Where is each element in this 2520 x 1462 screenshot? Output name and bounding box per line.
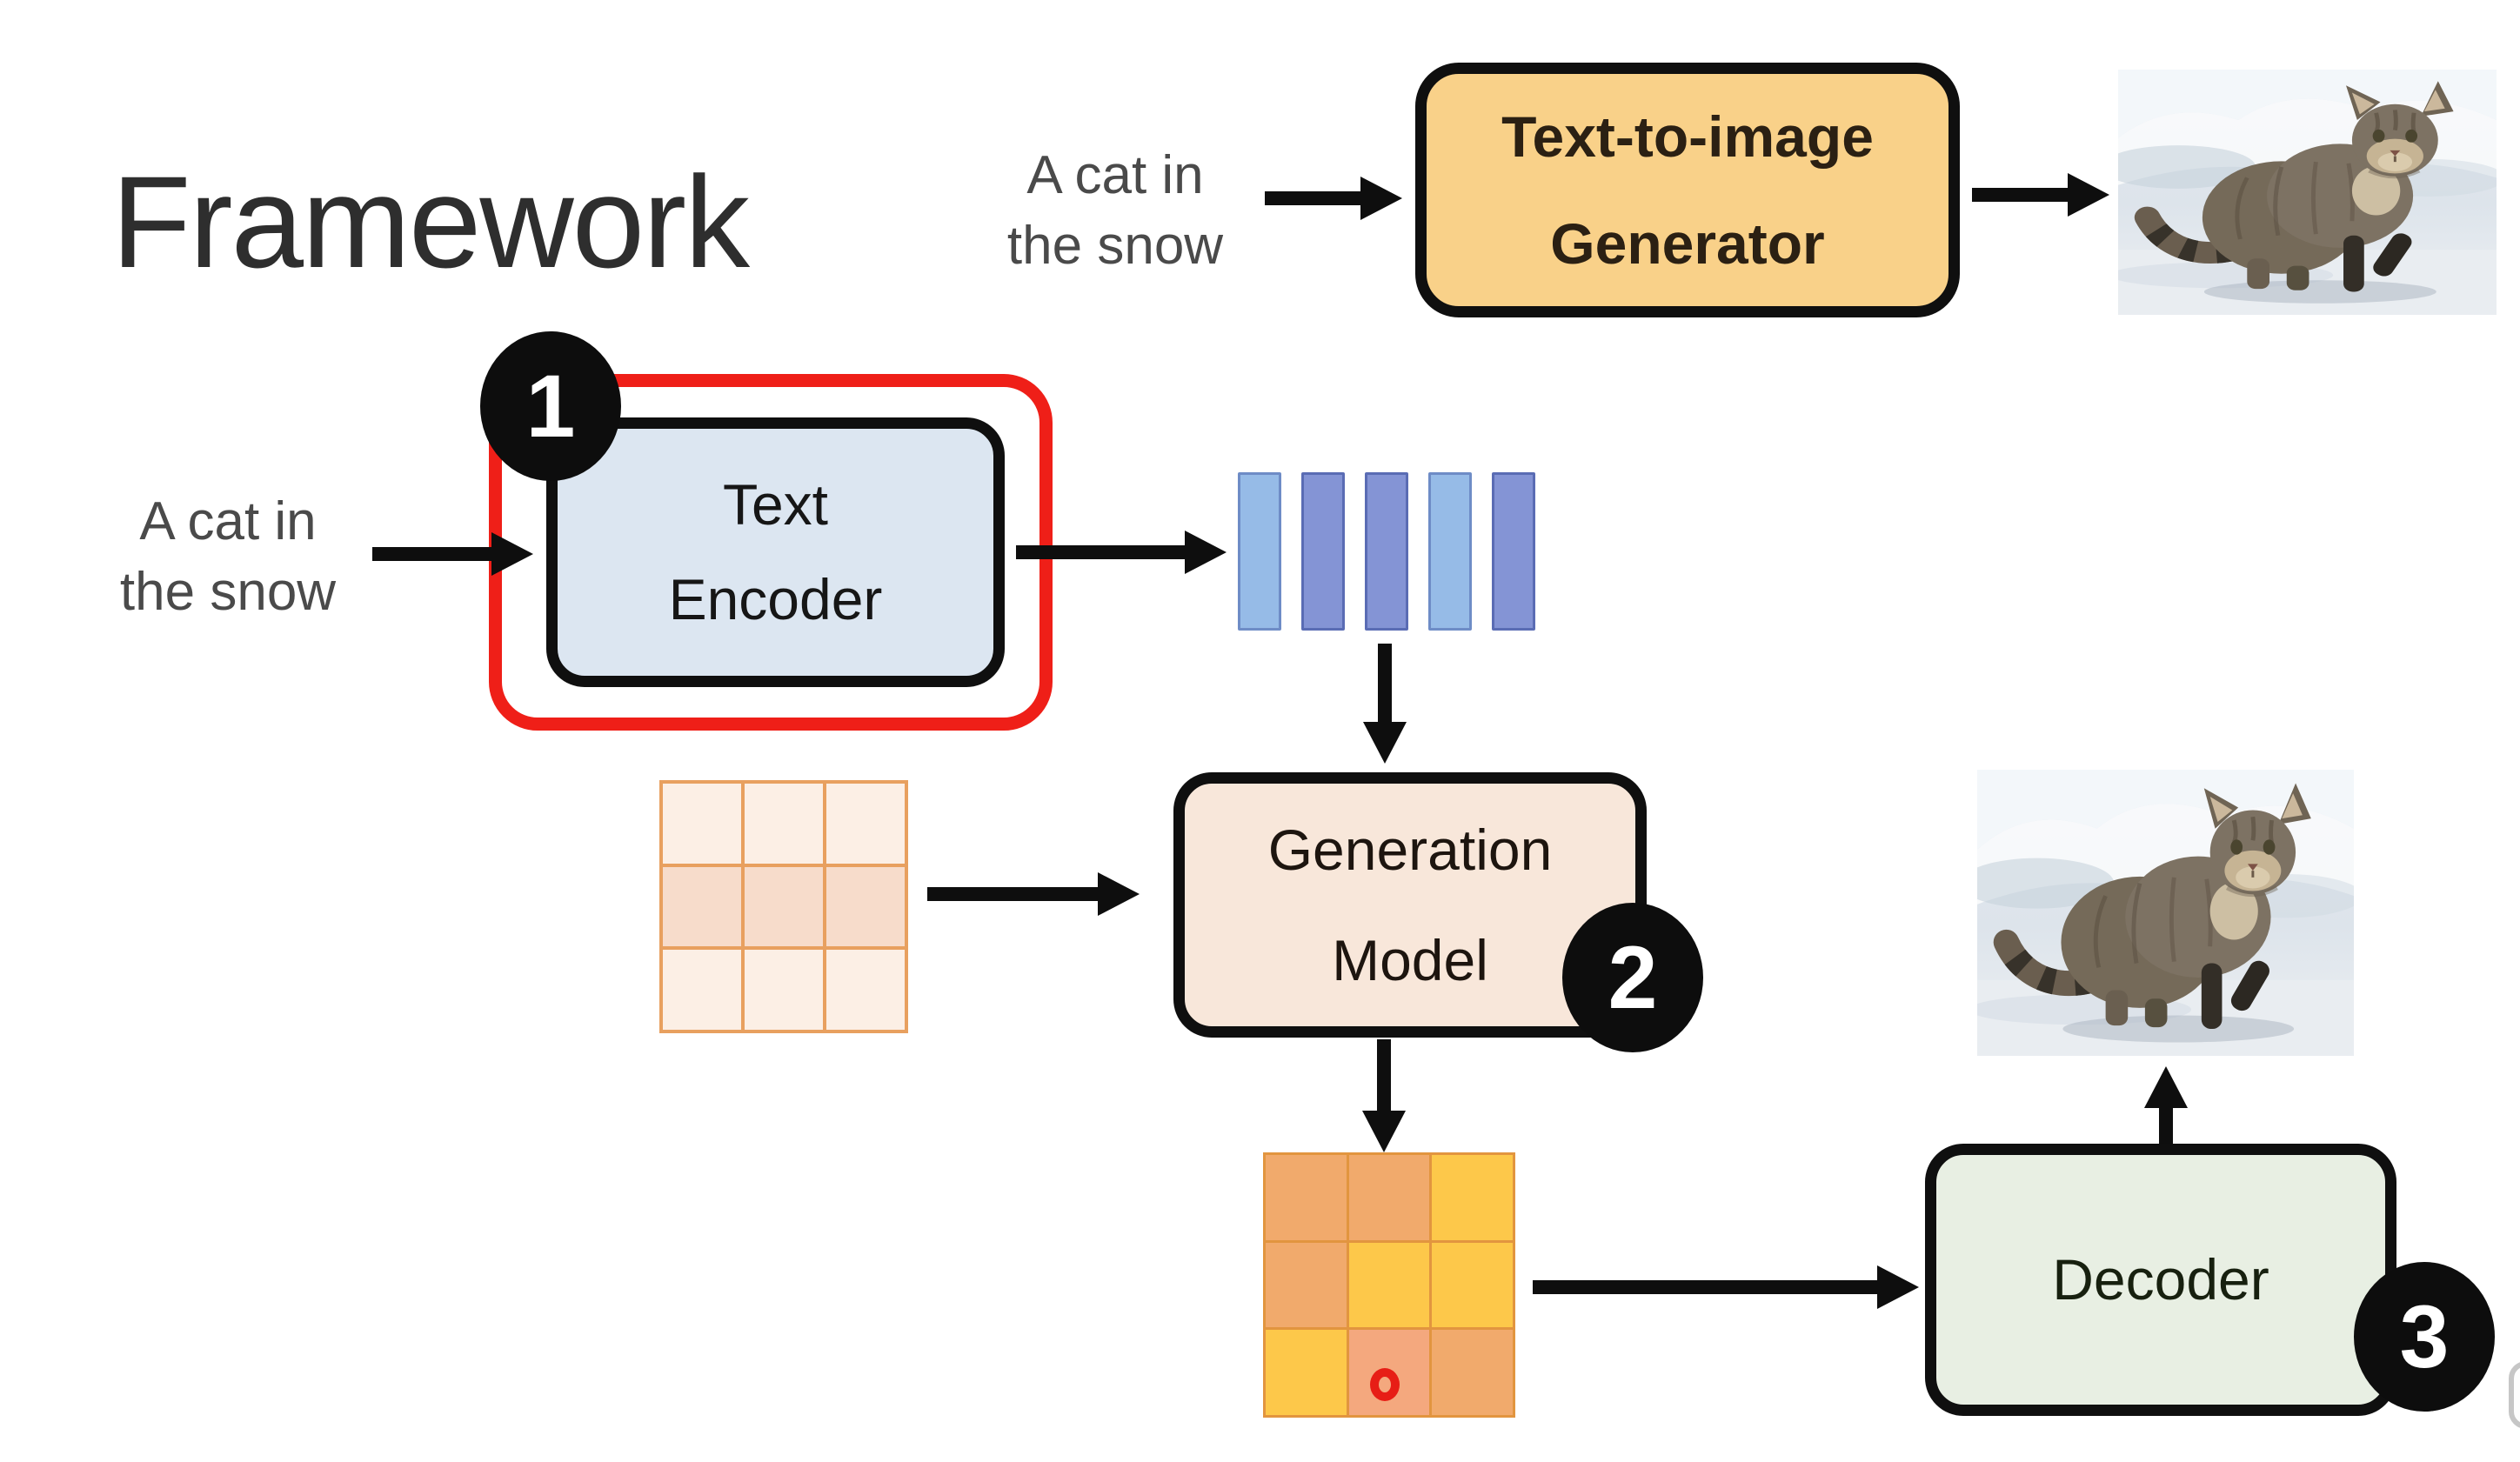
prompt-text-top: A cat in the snow (959, 141, 1272, 281)
step-badge-3: 3 (2354, 1262, 2495, 1412)
arrow-head (1877, 1265, 1919, 1309)
text-encoder-box: Text Encoder (546, 417, 1005, 687)
arrow-shaft (2159, 1108, 2173, 1144)
decoder-label: Decoder (2052, 1247, 2269, 1312)
arrow-model-to-output-grid (1362, 1039, 1406, 1152)
arrow-head (1098, 872, 1140, 916)
arrow-prompt-to-encoder (372, 532, 533, 576)
grid-cell (1432, 1155, 1513, 1240)
grid-cell (1348, 1155, 1430, 1240)
sampled-token-marker (1370, 1367, 1400, 1401)
decoder-box: Decoder (1925, 1144, 2396, 1416)
step-badge-2: 2 (1562, 903, 1703, 1052)
grid-cell (826, 950, 905, 1030)
arrow-head (491, 532, 533, 576)
arrow-shaft (372, 547, 491, 561)
prompt-line: A cat in (1026, 145, 1204, 205)
grid-cell (745, 784, 823, 864)
model-label-line: Generation (1267, 817, 1553, 882)
arrow-shaft (1972, 188, 2068, 202)
arrow-grid-to-decoder (1533, 1265, 1919, 1309)
arrow-head (1360, 177, 1402, 220)
grid-cell (1348, 1242, 1430, 1328)
embedding-bar (1365, 472, 1408, 631)
grid-cell (1432, 1242, 1513, 1328)
encoder-label-line: Encoder (668, 567, 883, 631)
arrow-shaft (1265, 191, 1360, 205)
grid-cell (826, 784, 905, 864)
grid-cell (745, 866, 823, 947)
step-badge-1: 1 (480, 331, 621, 481)
grid-cell (1266, 1155, 1347, 1240)
grid-cell (663, 950, 741, 1030)
arrow-generator-to-image (1972, 173, 2109, 217)
arrow-shaft (927, 887, 1098, 901)
grid-cell (1348, 1330, 1430, 1415)
grid-cell (826, 866, 905, 947)
grid-cell (1266, 1330, 1347, 1415)
prompt-line: the snow (1006, 215, 1224, 276)
embedding-bar (1238, 472, 1281, 631)
encoder-label-line: Text (722, 472, 829, 537)
embedding-bars (1238, 472, 1535, 631)
arrow-head (1362, 1111, 1406, 1152)
arrow-decoder-to-image (2144, 1066, 2188, 1144)
grid-cell (1266, 1242, 1347, 1328)
prompt-text-left: A cat in the snow (71, 487, 384, 627)
arrow-head (2068, 173, 2109, 217)
generator-label-line: Text-to-image (1501, 104, 1874, 170)
generated-cat-photo-top (2118, 70, 2497, 315)
arrow-embeddings-to-model (1363, 644, 1407, 764)
partial-overlay-control (2509, 1361, 2520, 1429)
arrow-prompt-to-generator (1265, 177, 1402, 220)
arrow-head (1363, 722, 1407, 764)
grid-cell (1432, 1330, 1513, 1415)
model-label-line: Model (1332, 927, 1488, 992)
prompt-line: the snow (119, 561, 337, 622)
page-title: Framework (111, 149, 750, 295)
arrow-head (2144, 1066, 2188, 1108)
arrow-head (1185, 531, 1227, 574)
grid-cell (663, 866, 741, 947)
embedding-bar (1428, 472, 1472, 631)
arrow-shaft (1016, 545, 1185, 559)
arrow-shaft (1377, 1039, 1391, 1111)
embedding-bar (1301, 472, 1345, 631)
arrow-shaft (1533, 1280, 1877, 1294)
prompt-line: A cat in (139, 491, 317, 551)
arrow-grid-to-model (927, 872, 1140, 916)
text-to-image-generator-box: Text-to-image Generator (1415, 63, 1960, 317)
arrow-shaft (1378, 644, 1392, 722)
grid-cell (745, 950, 823, 1030)
embedding-bar (1492, 472, 1535, 631)
generator-label-line: Generator (1550, 210, 1825, 276)
decoded-cat-photo (1977, 770, 2354, 1056)
arrow-encoder-to-embeddings (1016, 531, 1227, 574)
token-grid-input (659, 780, 908, 1033)
grid-cell (663, 784, 741, 864)
token-grid-output (1263, 1152, 1515, 1418)
